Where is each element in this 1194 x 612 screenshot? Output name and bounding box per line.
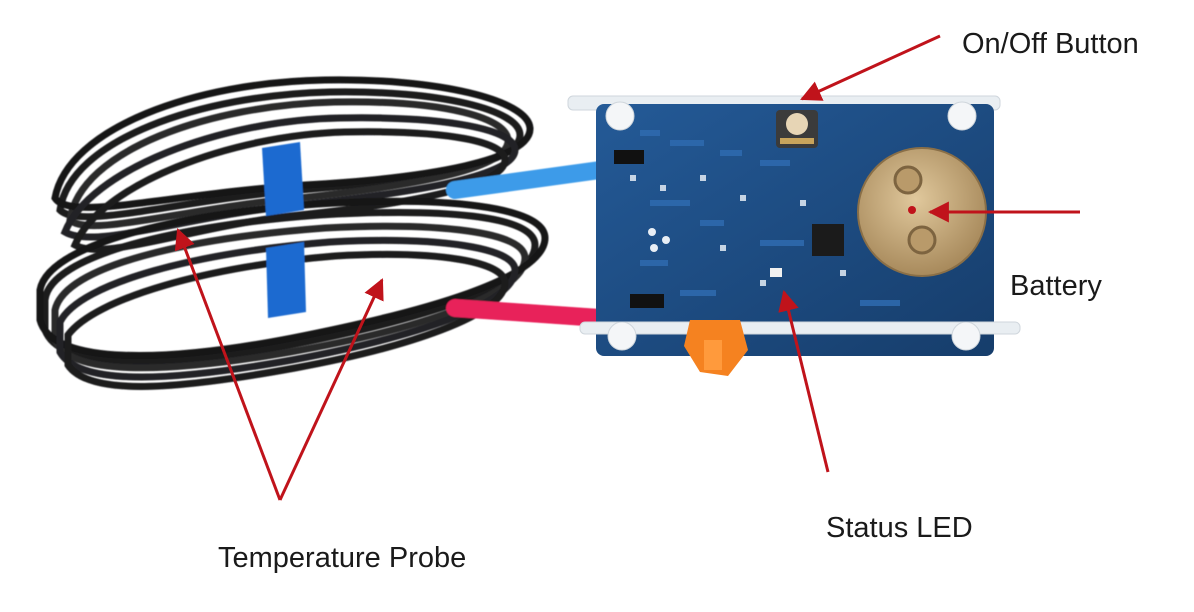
status-led-label: Status LED xyxy=(826,512,973,544)
status-led-component xyxy=(770,268,782,277)
callout-arrows xyxy=(174,34,1080,501)
on-off-button-component xyxy=(776,110,818,148)
cable-tie-bands xyxy=(262,142,306,318)
probe-blue-tube xyxy=(446,161,609,199)
arrow-icon xyxy=(278,278,384,501)
probe-red-tube xyxy=(446,299,609,327)
battery-label: Battery xyxy=(1010,270,1102,302)
arrow-icon xyxy=(800,34,941,101)
temperature-probe-label: Temperature Probe xyxy=(218,542,467,574)
temperature-probe-cable xyxy=(36,76,609,390)
arrow-icon xyxy=(778,289,830,473)
on-off-button-label: On/Off Button xyxy=(962,28,1139,60)
pcb-device-image xyxy=(567,95,1021,376)
orange-cable-clip xyxy=(684,320,748,376)
arrow-icon xyxy=(174,228,282,501)
